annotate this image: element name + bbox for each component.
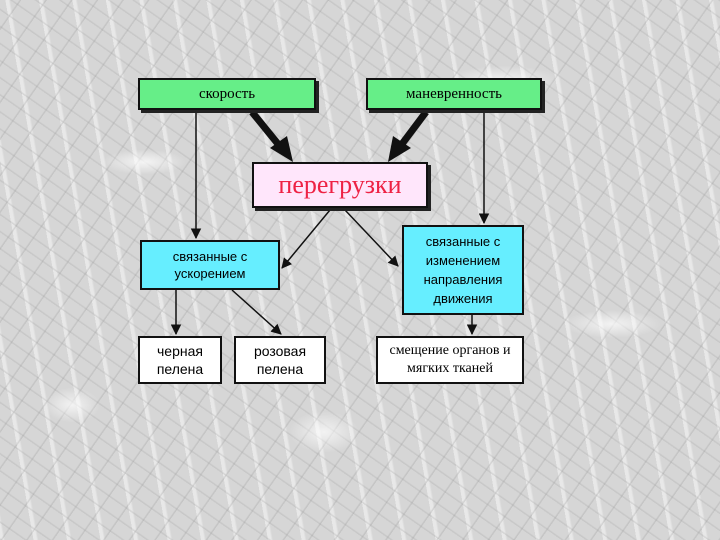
node-direction-related-label: связанные с изменением направления движе… bbox=[423, 234, 503, 306]
node-black-veil-label: черная пелена bbox=[156, 343, 204, 377]
node-black-veil: черная пелена bbox=[138, 336, 222, 384]
node-maneuverability-label: маневренность bbox=[406, 85, 502, 102]
node-acceleration-related: связанные с ускорением bbox=[140, 240, 280, 290]
node-tissue-displacement-label: смещение органов и мягких тканей bbox=[389, 343, 511, 376]
node-speed-label: скорость bbox=[198, 85, 256, 102]
arrow-acceleration-to-pink bbox=[231, 289, 282, 335]
thick-arrow-speed-to-overloads bbox=[249, 109, 293, 162]
node-maneuverability: маневренность bbox=[366, 78, 542, 110]
node-tissue-displacement: смещение органов и мягких тканей bbox=[376, 336, 524, 384]
node-direction-related: связанные с изменением направления движе… bbox=[402, 225, 524, 315]
arrow-overloads-to-acceleration bbox=[281, 209, 331, 269]
node-overloads-label: перегрузки bbox=[278, 170, 402, 199]
node-overloads: перегрузки bbox=[252, 162, 428, 208]
node-pink-veil-label: розовая пелена bbox=[253, 343, 307, 377]
node-pink-veil: розовая пелена bbox=[234, 336, 326, 384]
node-speed: скорость bbox=[138, 78, 316, 110]
thick-arrow-maneuverability-to-overloads bbox=[388, 109, 429, 162]
node-acceleration-related-label: связанные с ускорением bbox=[172, 249, 248, 281]
arrow-overloads-to-direction bbox=[344, 209, 399, 267]
